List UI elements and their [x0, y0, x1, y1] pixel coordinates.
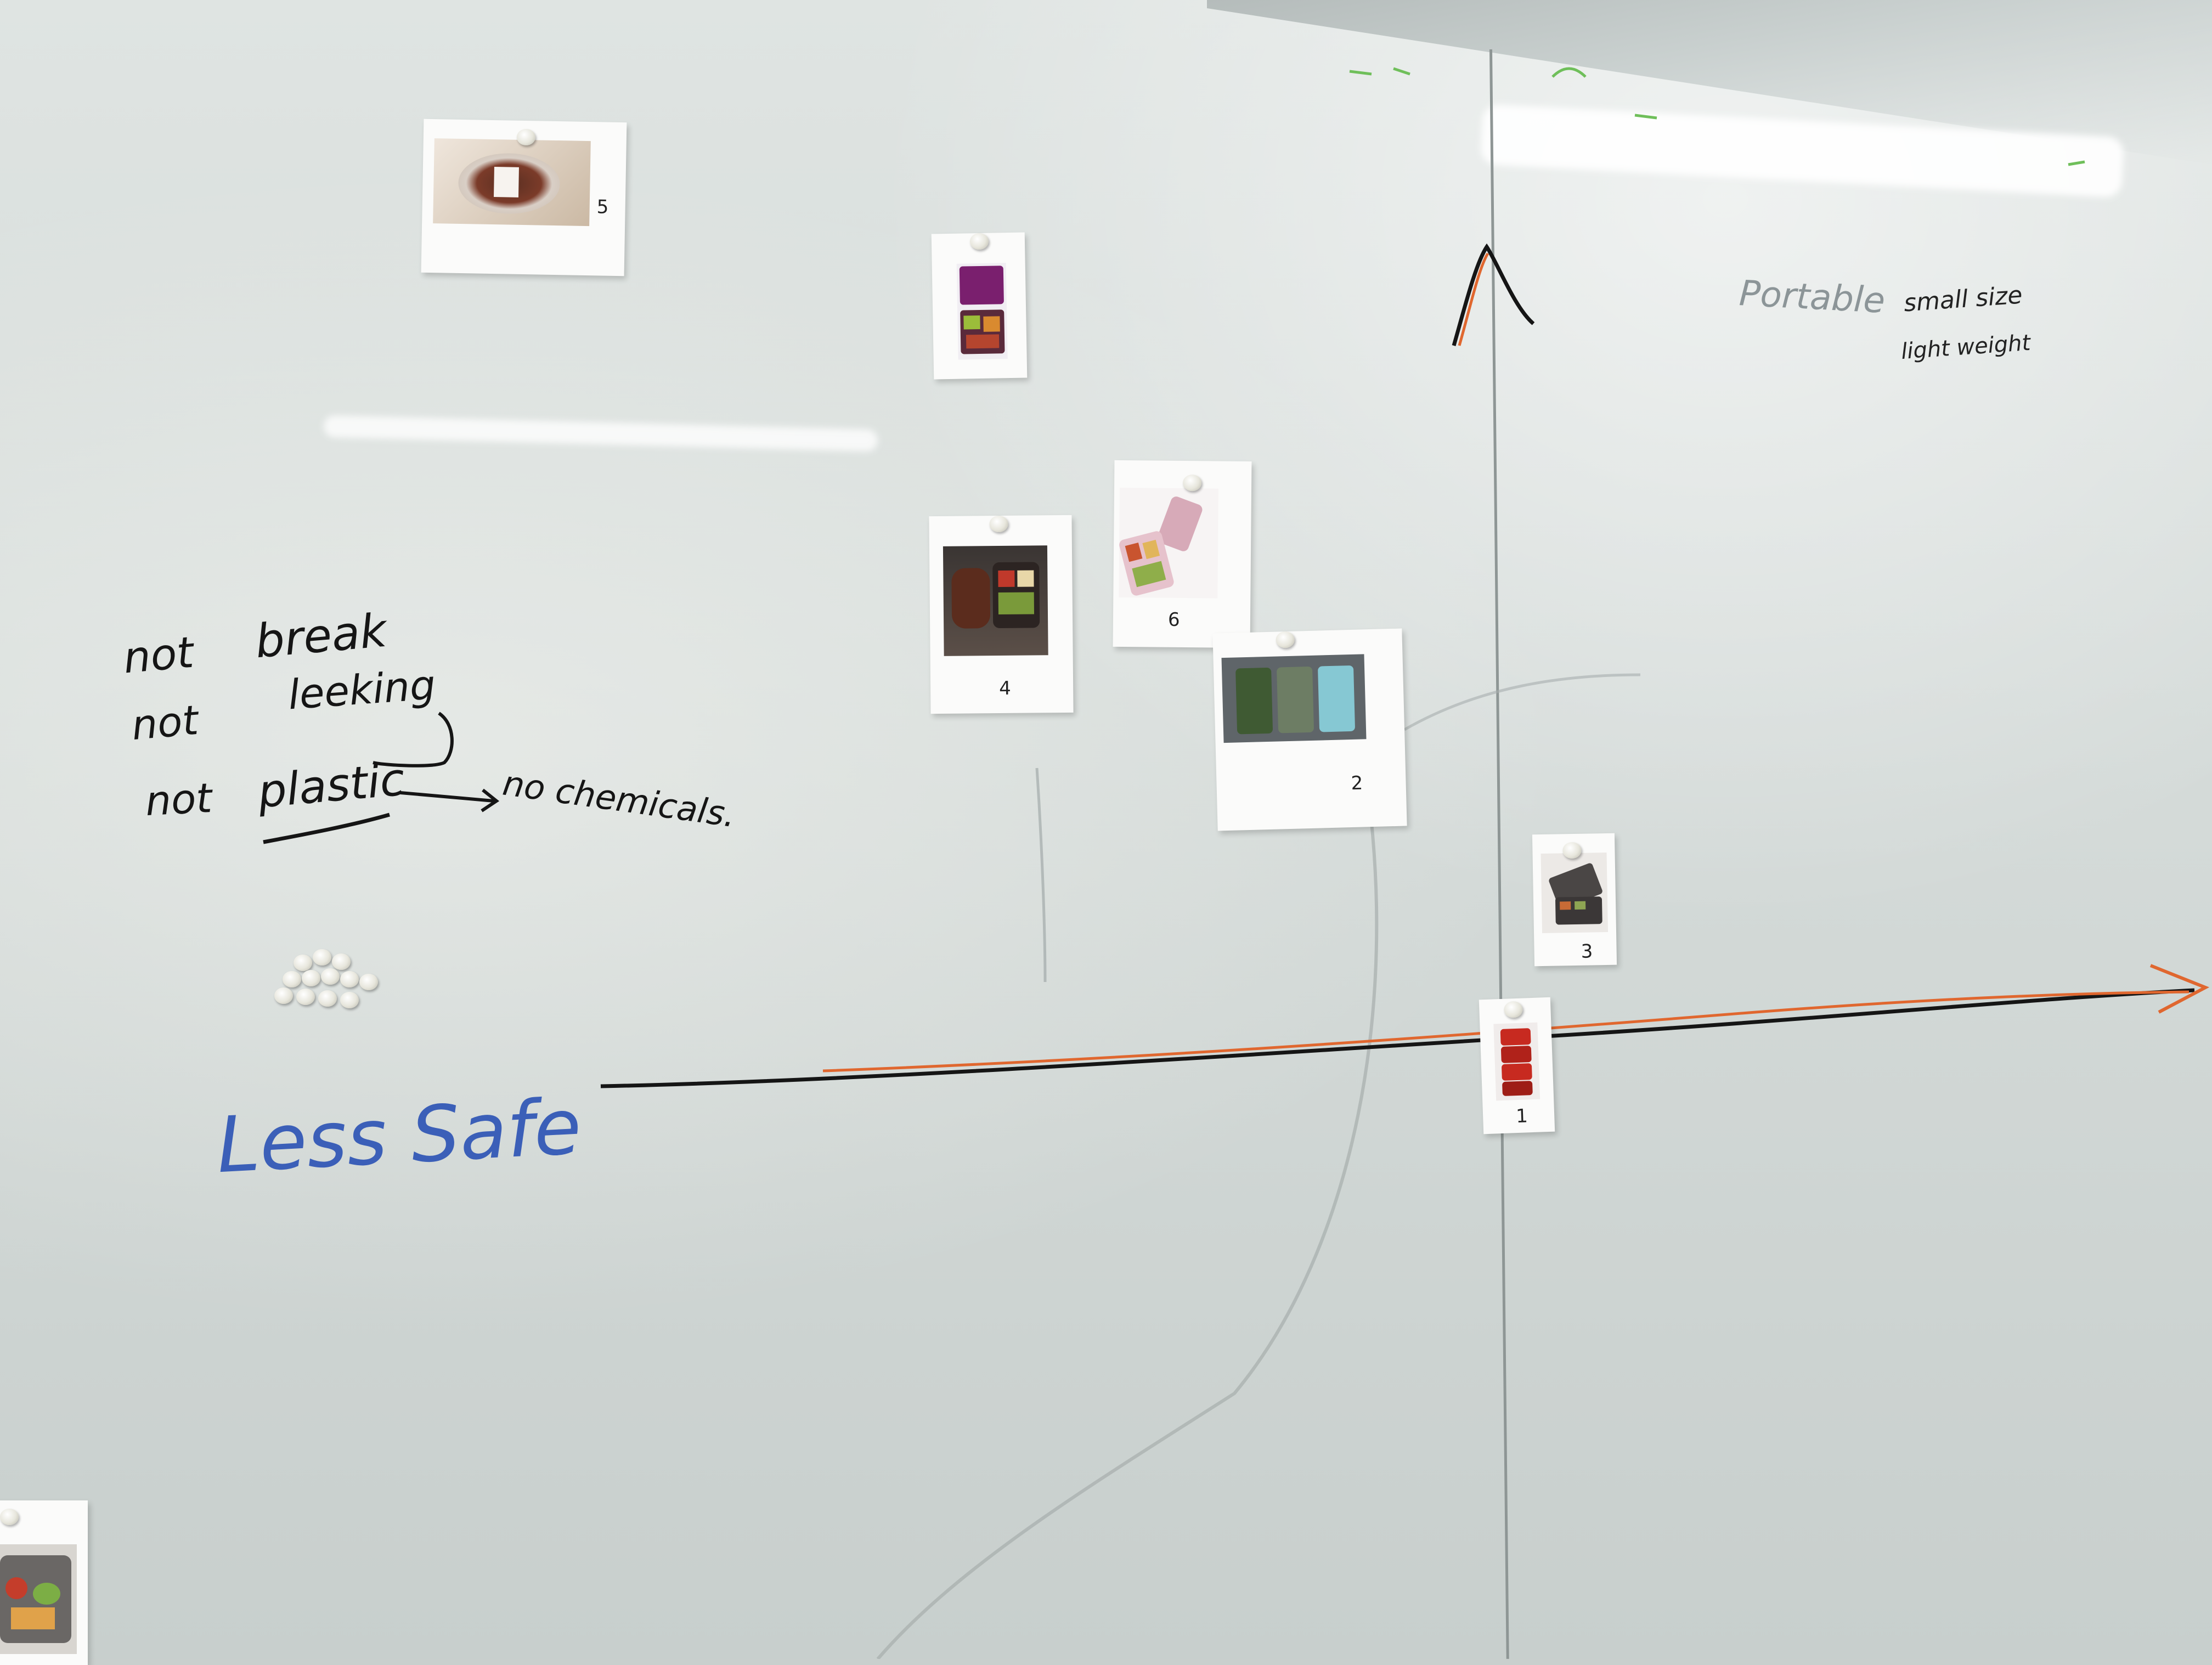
faint-arc: [876, 822, 1379, 1659]
bento-photo: [1493, 1022, 1541, 1101]
bento-photo: [433, 138, 591, 227]
green-marks: [1349, 67, 2085, 166]
bento-photo: [1221, 654, 1367, 743]
bento-photo: [1541, 852, 1609, 934]
horizontal-axis-orange: [822, 990, 2190, 1073]
faint-line: [1403, 673, 1641, 731]
photo-number: 6: [1167, 608, 1180, 631]
not-break-break-label: break: [253, 603, 389, 669]
photo-card-5[interactable]: 5: [421, 118, 627, 276]
pin-magnet: [1503, 1001, 1523, 1018]
magnet: [340, 992, 359, 1008]
photo-number: 3: [1581, 940, 1593, 963]
magnet: [313, 949, 331, 966]
magnet: [321, 968, 340, 985]
magnet: [332, 953, 351, 970]
magnet: [302, 970, 320, 986]
vertical-axis-arrowhead-orange: [1458, 252, 1489, 346]
photo-card-6[interactable]: 6: [1113, 460, 1252, 648]
bento-photo: [0, 1544, 77, 1654]
photo-card-partial[interactable]: [0, 1500, 88, 1665]
pin-magnet: [989, 515, 1008, 533]
photo-number: 2: [1351, 772, 1363, 795]
magnet: [294, 955, 312, 971]
photo-card-1[interactable]: 1: [1479, 997, 1555, 1135]
magnet: [318, 990, 337, 1007]
photo-number: 5: [596, 196, 609, 218]
not-plastic-not-label: not: [144, 774, 213, 826]
photo-number: 1: [1515, 1105, 1528, 1128]
pin-magnet: [0, 1509, 19, 1525]
magnet: [296, 989, 315, 1005]
pin-magnet: [969, 233, 989, 250]
faint-line: [1035, 767, 1047, 983]
magnet: [274, 987, 293, 1004]
arrow-head: [481, 788, 500, 812]
horizontal-axis-arrowhead: [2149, 964, 2210, 1014]
not-leaking-not-label: not: [129, 696, 200, 750]
photo-card-3[interactable]: 3: [1532, 833, 1617, 967]
not-break-not-label: not: [121, 628, 196, 684]
photo-card-2[interactable]: 2: [1212, 628, 1407, 831]
plastic-underline: [263, 812, 390, 844]
portable-label: Portable: [1738, 273, 1886, 321]
pin-magnet: [1276, 631, 1295, 648]
vertical-axis-arrowhead: [1452, 243, 1535, 346]
magnet: [359, 974, 378, 990]
photo-number: 4: [999, 677, 1011, 700]
bento-photo: [1118, 488, 1219, 599]
arrow-line: [400, 791, 494, 803]
photo-card-purple[interactable]: [931, 232, 1028, 380]
photo-card-4[interactable]: 4: [929, 515, 1074, 714]
bento-photo: [943, 545, 1048, 656]
bento-photo: [956, 263, 1008, 360]
less-safe-label: Less Safe: [215, 1082, 584, 1191]
pin-magnet: [1183, 475, 1202, 492]
bracket: [373, 712, 454, 767]
magnet: [283, 971, 301, 987]
magnet-cluster[interactable]: [272, 949, 381, 1020]
magnet: [340, 971, 359, 987]
